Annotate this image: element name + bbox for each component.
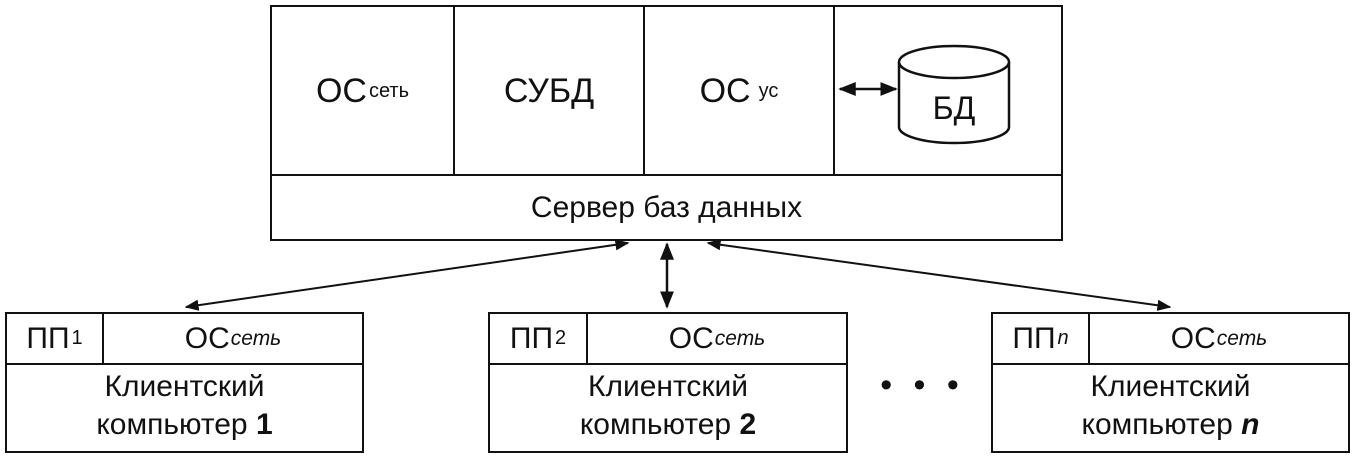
client-1-caption: Клиентский компьютер 1	[7, 368, 362, 444]
client-2-caption-line2: компьютер 2	[490, 406, 846, 444]
client-1-caption-word: компьютер	[96, 408, 248, 441]
server-client1-arrow	[184, 239, 630, 311]
server-separator-2	[643, 5, 645, 175]
database-label: БД	[932, 89, 976, 126]
client-2-app-label: ПП	[509, 321, 553, 355]
client-computer-2	[488, 312, 848, 453]
client-1-app-subscript: 1	[71, 327, 83, 349]
client-n-os-subscript: сеть	[1216, 326, 1268, 350]
database-label-cell: БД	[899, 78, 1009, 138]
server-device-os-cell: ОС ус	[645, 7, 833, 175]
server-label: Сервер баз данных	[530, 190, 803, 224]
client-1-divider	[5, 363, 364, 365]
server-divider	[270, 174, 1063, 176]
dbms-label: СУБД	[503, 71, 595, 110]
server-separator-3	[833, 5, 835, 175]
server-device-os-subscript: ус	[758, 79, 779, 102]
client-2-caption-line1: Клиентский	[587, 370, 749, 403]
client-n-app-subscript: n	[1057, 327, 1069, 349]
client-n-app-label: ПП	[1012, 321, 1056, 355]
database-cylinder-icon	[897, 44, 1011, 145]
client-n-number: n	[1241, 408, 1260, 441]
client-n-divider	[991, 363, 1350, 365]
server-device-os-label: ОС	[699, 71, 751, 110]
client-1-separator	[102, 312, 104, 364]
client-1-os-subscript: сеть	[230, 326, 282, 350]
client-1-number: 1	[255, 408, 273, 441]
client-computer-1	[5, 312, 364, 453]
server-label-cell: Сервер баз данных	[272, 176, 1061, 239]
client-2-separator	[586, 312, 588, 364]
client-2-app-subscript: 2	[555, 327, 567, 349]
client-2-os-label: ОС	[668, 321, 714, 355]
client-2-divider	[488, 363, 848, 365]
client-n-caption: Клиентский компьютер n	[993, 368, 1348, 444]
dbms-cell: СУБД	[455, 7, 643, 175]
client-n-caption-line1: Клиентский	[1090, 370, 1251, 403]
more-clients-ellipsis: • • •	[860, 365, 985, 405]
client-2-caption: Клиентский компьютер 2	[490, 368, 846, 444]
client-n-os-label: ОС	[1170, 321, 1216, 355]
client-1-app-label: ПП	[26, 321, 70, 355]
server-network-os-label: ОС	[315, 71, 367, 110]
ellipsis-dots: • • •	[880, 365, 965, 404]
client-n-separator	[1088, 312, 1090, 364]
client-1-caption-line2: компьютер 1	[7, 406, 362, 444]
client-n-caption-line2: компьютер n	[993, 406, 1348, 444]
client-1-caption-line1: Клиентский	[104, 370, 265, 403]
server-clientn-arrow	[706, 239, 1172, 311]
client-n-caption-word: компьютер	[1081, 408, 1233, 441]
client-2-number: 2	[739, 408, 757, 441]
client-2-os-subscript: сеть	[714, 326, 766, 350]
client-2-caption-word: компьютер	[579, 408, 732, 441]
server-separator-1	[453, 5, 455, 175]
server-network-os-subscript: сеть	[368, 79, 410, 102]
client-computer-n	[991, 312, 1350, 453]
client-1-os-label: ОС	[184, 321, 230, 355]
